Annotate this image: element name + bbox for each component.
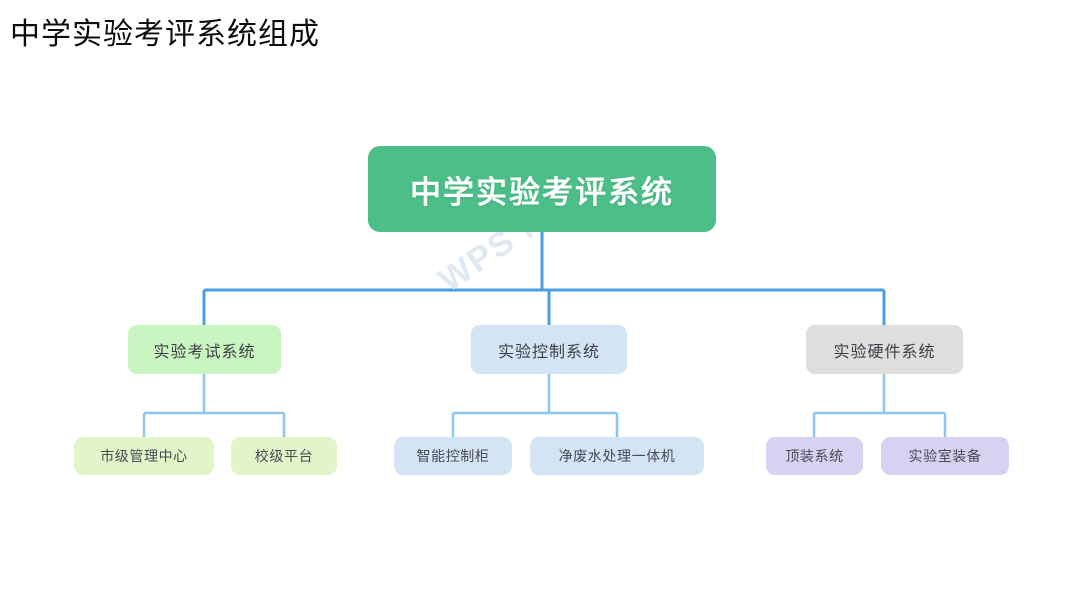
node-branch-control-label: 实验控制系统	[497, 343, 600, 361]
node-branch-exam-label: 实验考试系统	[153, 343, 256, 361]
node-leaf-school-platform[interactable]: 校级平台	[231, 437, 337, 475]
node-leaf-waste-water-treatment-machine-label: 净废水处理一体机	[558, 448, 676, 464]
node-root-exam-evaluation-system[interactable]: 中学实验考评系统	[368, 146, 716, 232]
node-leaf-school-platform-label: 校级平台	[254, 448, 314, 464]
node-branch-hardware-system[interactable]: 实验硬件系统	[806, 325, 963, 374]
node-leaf-smart-control-cabinet-label: 智能控制柜	[416, 448, 490, 464]
node-root-label: 中学实验考评系统	[410, 174, 674, 210]
node-leaf-city-management-center-label: 市级管理中心	[100, 448, 188, 464]
node-leaf-laboratory-equipment-label: 实验室装备	[908, 448, 982, 464]
page-title: 中学实验考评系统组成	[10, 18, 320, 51]
node-leaf-smart-control-cabinet[interactable]: 智能控制柜	[394, 437, 512, 475]
node-leaf-laboratory-equipment[interactable]: 实验室装备	[881, 437, 1009, 475]
node-leaf-city-management-center[interactable]: 市级管理中心	[74, 437, 214, 475]
node-leaf-waste-water-treatment-machine[interactable]: 净废水处理一体机	[530, 437, 704, 475]
node-leaf-top-mount-system[interactable]: 顶装系统	[766, 437, 863, 475]
node-branch-hardware-label: 实验硬件系统	[833, 343, 936, 361]
node-branch-exam-system[interactable]: 实验考试系统	[128, 325, 281, 374]
node-leaf-top-mount-system-label: 顶装系统	[785, 448, 844, 464]
node-branch-control-system[interactable]: 实验控制系统	[471, 325, 627, 374]
